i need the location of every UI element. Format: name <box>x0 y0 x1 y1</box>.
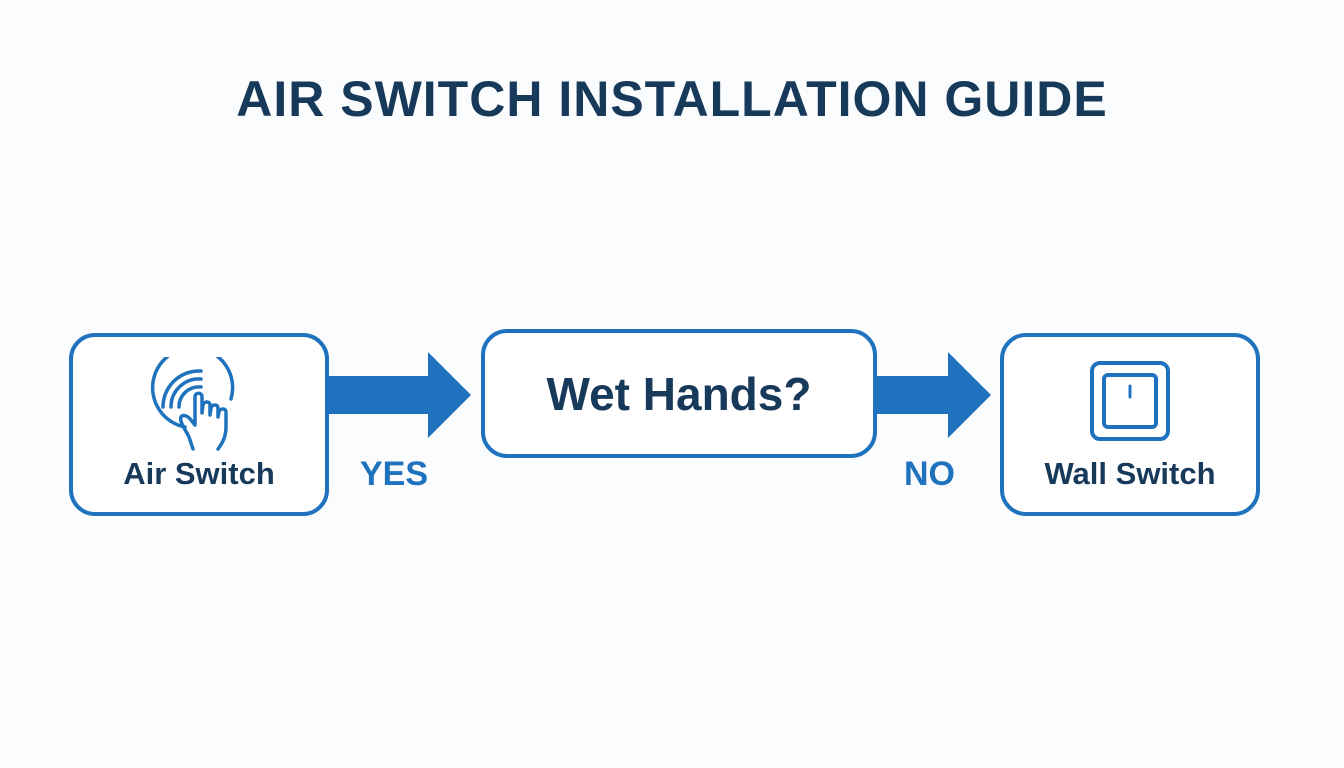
air-switch-node: Air Switch <box>69 333 329 516</box>
wall-switch-icon <box>1090 361 1170 441</box>
decision-question: Wet Hands? <box>546 367 812 420</box>
touch-gesture-icon <box>150 357 235 451</box>
no-arrow <box>876 352 991 438</box>
wet-hands-decision-node: Wet Hands? <box>481 329 877 458</box>
yes-arrow <box>328 352 471 438</box>
air-switch-label: Air Switch <box>123 456 275 491</box>
yes-label: YES <box>360 455 429 493</box>
diagram-title: AIR SWITCH INSTALLATION GUIDE <box>236 71 1108 127</box>
no-label: NO <box>904 455 955 493</box>
wall-switch-label: Wall Switch <box>1044 456 1216 491</box>
wall-switch-node: Wall Switch <box>1000 333 1260 516</box>
